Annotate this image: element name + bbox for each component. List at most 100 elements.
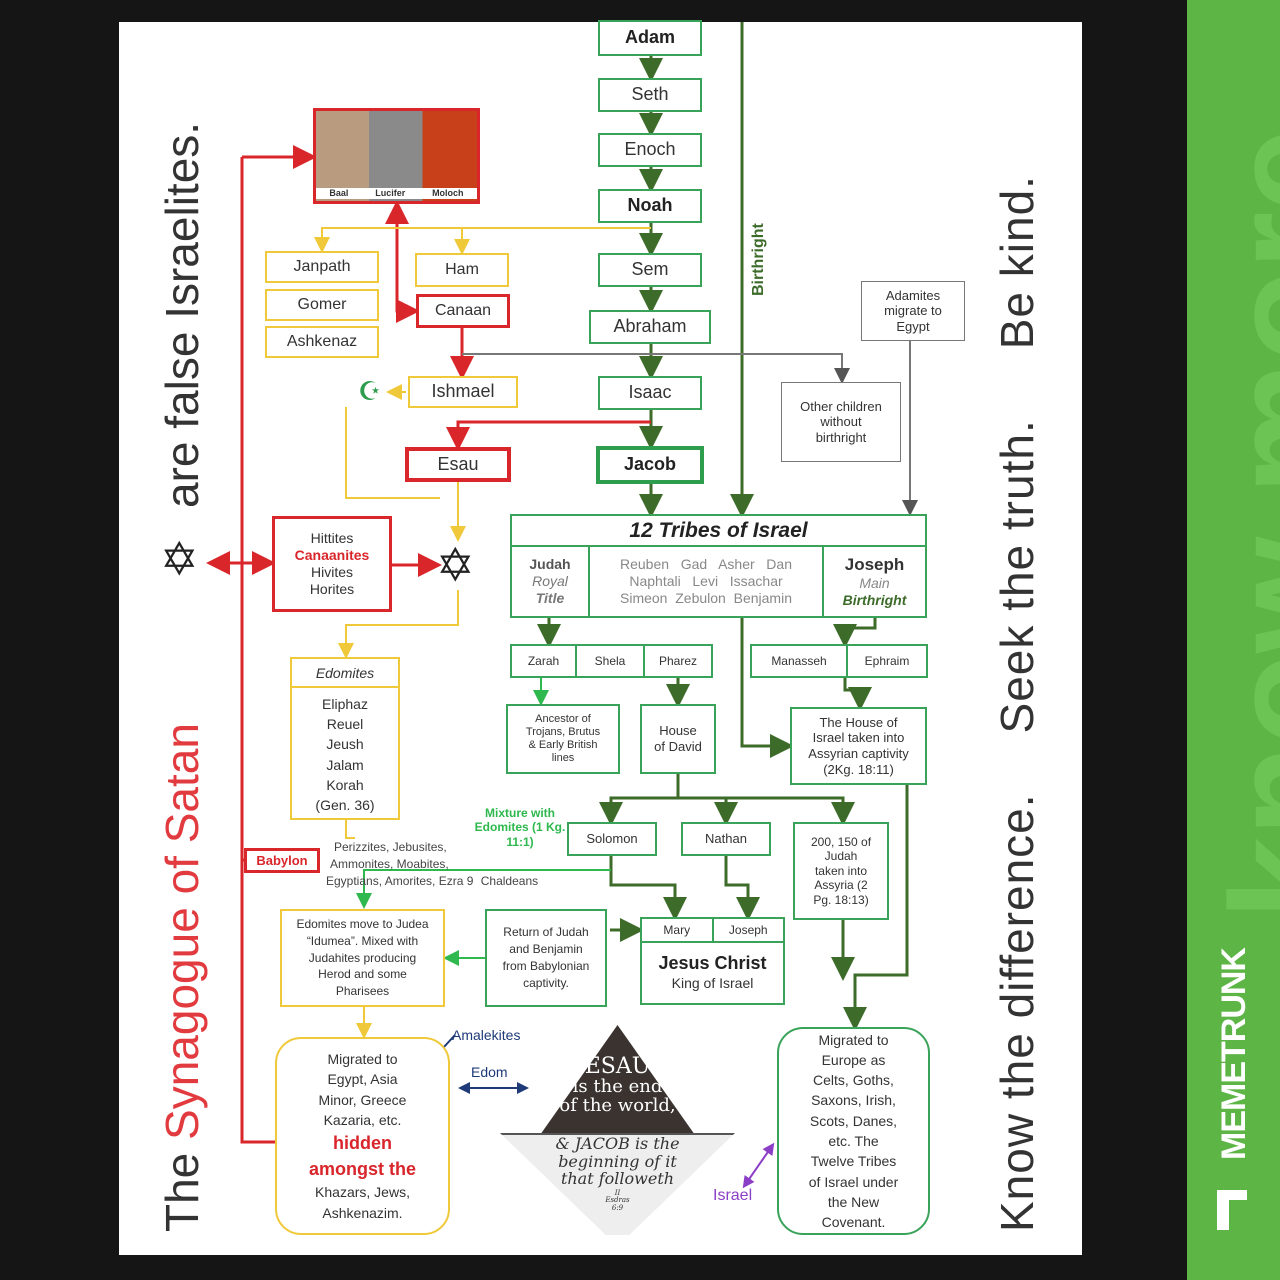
star-of-david-icon: ✡ (160, 533, 199, 585)
node-abraham: Abraham (589, 310, 711, 344)
migrated-europe-box: Migrated to Europe as Celts, Goths, Saxo… (777, 1027, 930, 1235)
node-enoch: Enoch (598, 133, 702, 167)
node-pharez: Pharez (643, 644, 713, 678)
tribes-others: Reuben Gad Asher Dan Naphtali Levi Issac… (588, 545, 824, 618)
peoples-line-3: Egyptians, Amorites, Ezra 9 Chaldeans (326, 873, 538, 890)
amongst-text: amongst the (308, 1159, 416, 1180)
amalekites-label: Amalekites (452, 1027, 521, 1043)
edomites-names: Eliphaz Reuel Jeush Jalam Korah (Gen. 36… (315, 695, 375, 814)
house-of-david: House of David (640, 704, 716, 774)
emblem-text: of the world, (559, 1094, 676, 1116)
node-ashkenaz: Ashkenaz (265, 326, 379, 358)
crescent-star-icon: ☪ (358, 376, 382, 406)
migrated-egypt-box: Migrated to Egypt, Asia Minor, Greece Ka… (275, 1037, 450, 1235)
other-children-box: Other children without birthright (781, 382, 901, 462)
node-adam: Adam (598, 20, 702, 56)
ancestor-box: Ancestor of Trojans, Brutus & Early Brit… (506, 704, 620, 774)
node-gomer: Gomer (265, 289, 379, 321)
jesus-christ-box: Mary Joseph Jesus Christ King of Israel (640, 917, 785, 1005)
hidden-text: hidden (333, 1133, 392, 1154)
node-isaac: Isaac (598, 376, 702, 410)
adamites-box: Adamites migrate to Egypt (861, 281, 965, 341)
hivites: Hivites (310, 564, 353, 580)
idols-image: Baal Lucifer Moloch (313, 108, 480, 204)
tribes-title-text: 12 Tribes of Israel (629, 518, 808, 542)
watermark-strip: know more MEMETRUNK (1187, 0, 1280, 1280)
joseph-label: Joseph (844, 554, 905, 574)
israel-label: Israel (713, 1187, 753, 1204)
node-manasseh: Manasseh (750, 644, 848, 678)
node-solomon: Solomon (567, 822, 657, 856)
left-banner-rest: are false Israelites. (156, 121, 208, 508)
babylon-box: Babylon (244, 848, 320, 873)
joseph: Joseph (728, 923, 768, 937)
node-nathan: Nathan (681, 822, 771, 856)
node-shela: Shela (575, 644, 645, 678)
peoples-text: Perizzites, Jebusites, Ammonites, Moabit… (326, 839, 538, 889)
right-banner: Know the difference. Seek the truth. Be ki… (990, 175, 1044, 1232)
emblem-text: & JACOB is the (555, 1134, 680, 1153)
emblem-ref: II Esdras 6:9 (605, 1188, 630, 1213)
star-of-david-icon: ✡ (436, 539, 475, 591)
judah-assyria-box: 200, 150 of Judah taken into Assyria (2 … (793, 822, 889, 920)
tribes-row: Naphtali Levi Issachar (629, 573, 783, 590)
judah-title: Title (535, 589, 565, 606)
node-canaan: Canaan (416, 294, 510, 328)
node-janpath: Janpath (265, 251, 379, 283)
right-banner-2: Seek the truth. (991, 419, 1043, 734)
tribes-row: Simeon Zebulon Benjamin (620, 589, 792, 606)
canaanite-peoples-box: Hittites Canaanites Hivites Horites (272, 516, 392, 612)
hittites: Hittites (310, 530, 354, 547)
joseph-birthright: Birthright (842, 591, 907, 608)
edomites-box: Edomites Eliphaz Reuel Jeush Jalam Korah… (290, 657, 400, 820)
node-seth: Seth (598, 78, 702, 112)
right-banner-3: Be kind. (991, 175, 1043, 350)
emblem-text: is the end (572, 1076, 663, 1098)
idol-moloch-label: Moloch (432, 188, 464, 199)
emblem-text: that followeth (560, 1169, 675, 1189)
node-sem: Sem (598, 253, 702, 287)
tribes-title: 12 Tribes of Israel (510, 514, 927, 547)
idol-baal-label: Baal (329, 188, 349, 199)
mixture-label: Mixture with Edomites (1 Kg. 11:1) (474, 806, 566, 849)
house-of-israel-box: The House of Israel taken into Assyrian … (790, 707, 927, 785)
node-zarah: Zarah (510, 644, 577, 678)
joseph-main: Main (859, 574, 890, 591)
left-banner-rest-wrap: are false Israelites. (155, 122, 209, 508)
left-banner-the: The (156, 1139, 208, 1232)
jesus-name: Jesus Christ (658, 953, 767, 974)
node-esau: Esau (405, 447, 511, 482)
chaldeans: Chaldeans (480, 873, 539, 888)
peoples-line: Perizzites, Jebusites, (334, 840, 447, 854)
idol-lucifer-label: Lucifer (375, 188, 406, 199)
tribe-judah: Judah Royal Title (510, 545, 590, 618)
node-ham: Ham (415, 253, 509, 287)
judah-label: Judah (529, 556, 571, 573)
tribes-row: Reuben Gad Asher Dan (620, 556, 792, 573)
emblem-text: beginning of it (558, 1151, 677, 1171)
peoples-line: Ammonites, Moabites, (330, 856, 449, 871)
mary: Mary (642, 919, 714, 942)
canaanites: Canaanites (294, 547, 370, 564)
tribe-joseph: Joseph Main Birthright (822, 545, 927, 618)
right-banner-1: Know the difference. (991, 793, 1043, 1232)
node-jacob: Jacob (596, 446, 704, 484)
memetrunk-icon (1217, 1190, 1247, 1230)
esau-jacob-emblem: ESAU is the end of the world, & JACOB is… (500, 1015, 735, 1240)
judah-royal: Royal (532, 573, 568, 590)
node-ephraim: Ephraim (846, 644, 928, 678)
return-box: Return of Judah and Benjamin from Babylo… (485, 909, 607, 1007)
migrated-egypt-peoples: Khazars, Jews, Ashkenazim. (315, 1184, 410, 1221)
edomites-title: Edomites (292, 659, 398, 688)
edomites-move-box: Edomites move to Judea “Idumea”. Mixed w… (280, 909, 445, 1007)
left-banner-synagogue: Synagogue of Satan (156, 723, 208, 1140)
migrated-egypt-text: Migrated to Egypt, Asia Minor, Greece Ka… (318, 1051, 407, 1128)
jesus-title: King of Israel (671, 974, 754, 991)
edom-label: Edom (471, 1064, 508, 1080)
horites: Horites (309, 580, 355, 597)
emblem-text: ESAU (584, 1054, 651, 1079)
birthright-label: Birthright (750, 223, 767, 296)
left-banner: The Synagogue of Satan (155, 723, 209, 1232)
peoples-line: Egyptians, Amorites, Ezra 9 (326, 873, 474, 888)
